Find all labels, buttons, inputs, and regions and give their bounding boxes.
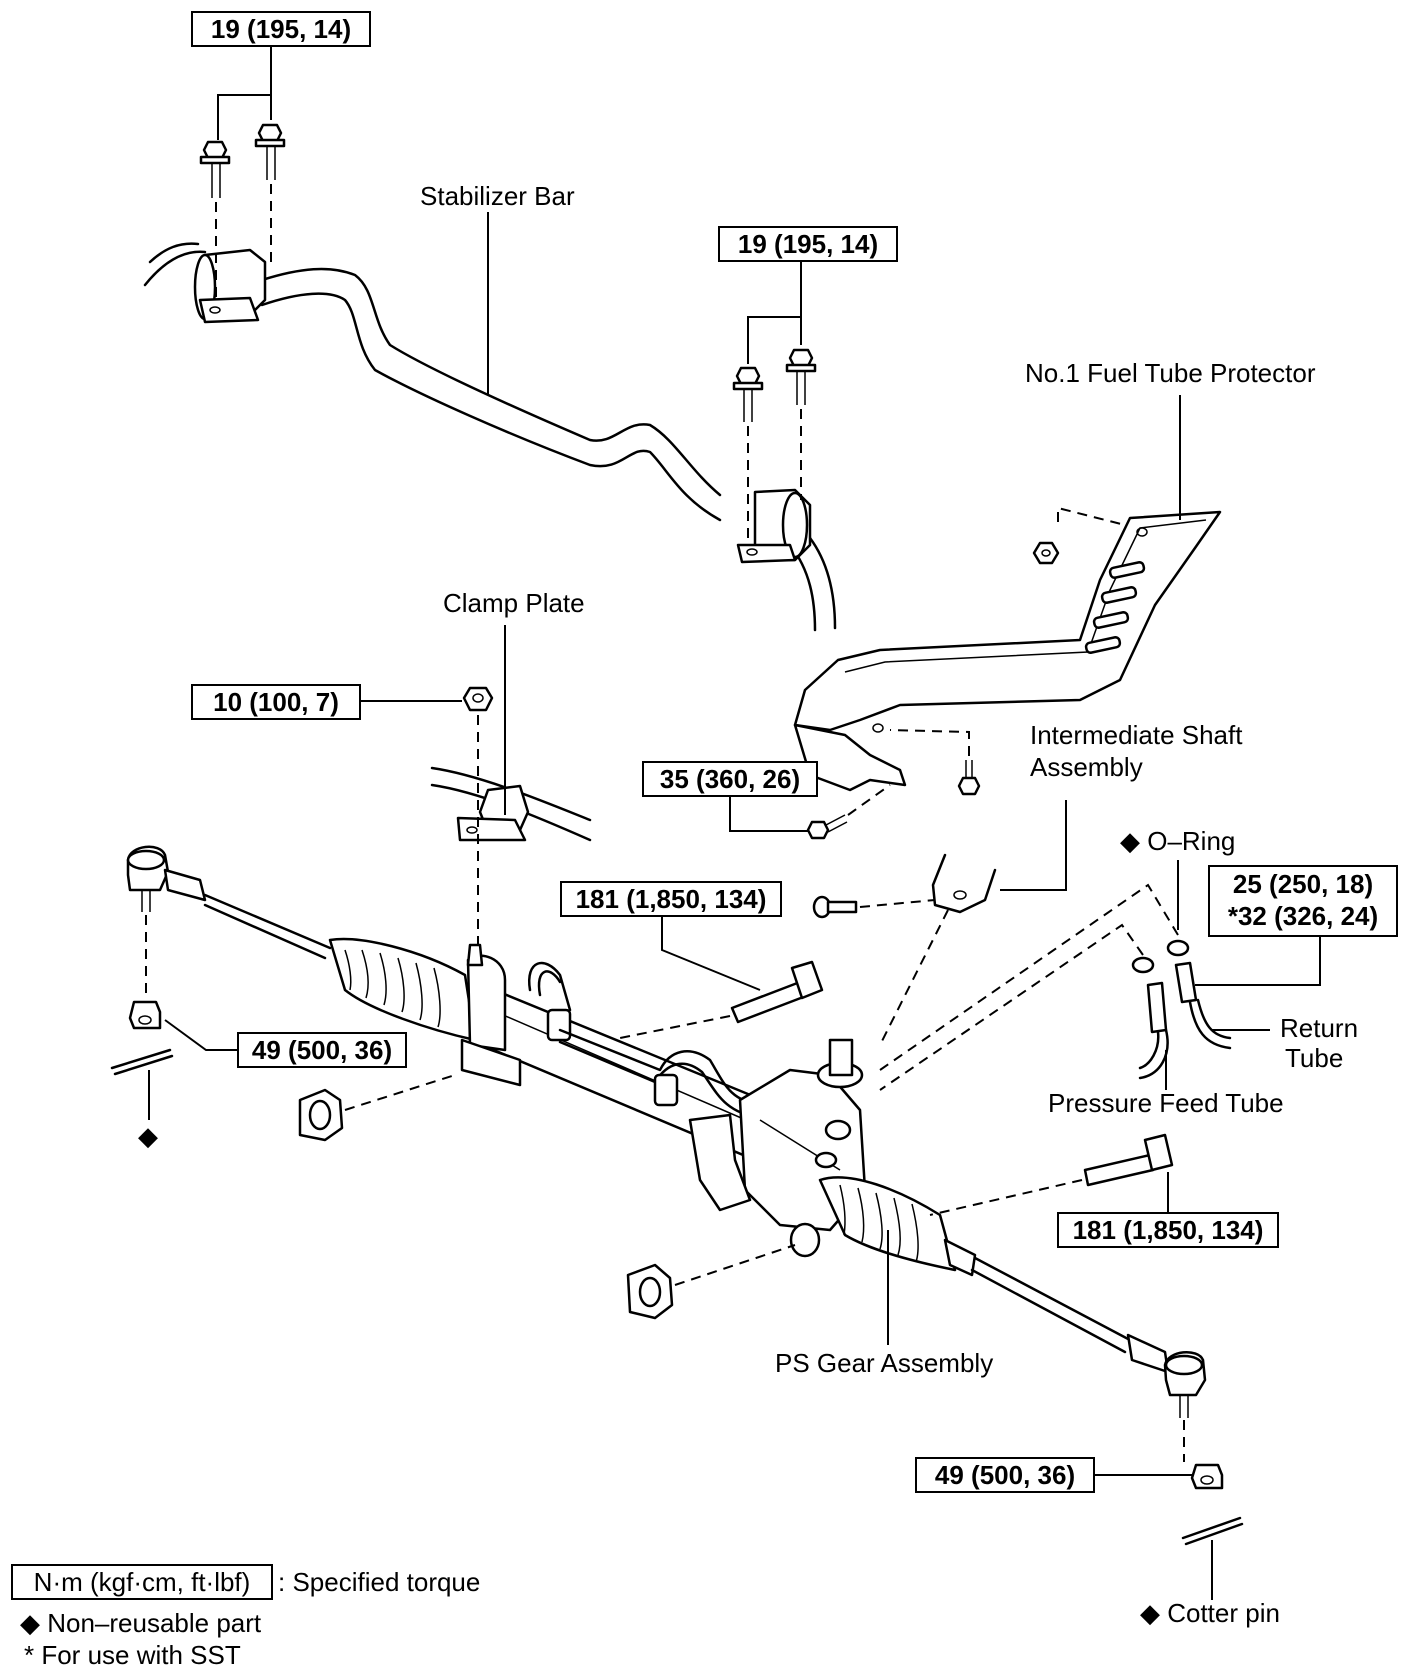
label-ps-gear-assembly: PS Gear Assembly <box>775 1348 993 1378</box>
bolt-stab-right-1 <box>732 366 764 422</box>
fuel-tube-protector <box>793 510 1222 792</box>
bolt-protector-down <box>957 760 981 796</box>
bolt-stab-left-1 <box>199 140 231 198</box>
label-return-tube-2: Tube <box>1285 1043 1343 1073</box>
pressure-feed-tube <box>1138 981 1169 1080</box>
torque-protector: 35 (360, 26) <box>642 761 818 797</box>
bushing-right <box>626 1263 674 1320</box>
cotter-pin-left-part <box>110 1048 174 1076</box>
torque-protector-text: 35 (360, 26) <box>660 764 800 794</box>
label-pressure-feed-tube: Pressure Feed Tube <box>1048 1088 1284 1118</box>
bolt-stab-left-2 <box>254 123 286 180</box>
torque-mount-right-text: 181 (1,850, 134) <box>1073 1215 1264 1245</box>
legend-torque-box: N·m (kgf·cm, ft·lbf) <box>34 1567 251 1597</box>
o-ring-1 <box>1166 939 1190 957</box>
label-cotter-pin-left: ◆ <box>138 1121 158 1151</box>
label-stabilizer-bar: Stabilizer Bar <box>420 181 575 211</box>
torque-stab-right-text: 19 (195, 14) <box>738 229 878 259</box>
bolt-stab-right-2 <box>785 348 817 405</box>
label-fuel-tube-protector: No.1 Fuel Tube Protector <box>1025 358 1316 388</box>
clamp-nut <box>462 686 494 712</box>
torque-mount-right: 181 (1,850, 134) <box>1057 1212 1279 1248</box>
intermediate-shaft <box>931 853 997 914</box>
legend-sst: * For use with SST <box>24 1640 241 1670</box>
torque-stab-left: 19 (195, 14) <box>191 11 371 47</box>
cotter-pin-right-part <box>1181 1516 1244 1546</box>
clamp-plate <box>430 766 592 842</box>
torque-stab-left-text: 19 (195, 14) <box>211 14 351 44</box>
torque-shaft-bolt: 181 (1,850, 134) <box>560 881 782 917</box>
label-cotter-pin: ◆ Cotter pin <box>1140 1598 1280 1628</box>
torque-clamp-text: 10 (100, 7) <box>213 687 339 717</box>
nut-tie-rod-left <box>128 1000 162 1030</box>
return-tube <box>1174 961 1232 1050</box>
bolt-shaft-small <box>812 895 858 919</box>
torque-stab-right: 19 (195, 14) <box>718 226 898 262</box>
torque-tie-rod-right-text: 49 (500, 36) <box>935 1460 1075 1490</box>
label-intermediate-shaft-2: Assembly <box>1030 752 1143 782</box>
nut-protector <box>1032 541 1060 565</box>
legend-torque-desc: : Specified torque <box>278 1567 480 1597</box>
torque-tube-line1: 25 (250, 18) <box>1233 869 1373 899</box>
torque-tube-line2: *32 (326, 24) <box>1228 901 1378 931</box>
bushing-left <box>298 1088 344 1142</box>
torque-tie-rod-left-text: 49 (500, 36) <box>252 1035 392 1065</box>
ps-gear-assembly <box>126 845 1207 1418</box>
torque-tie-rod-left: 49 (500, 36) <box>237 1032 407 1068</box>
label-o-ring: ◆ O–Ring <box>1120 826 1235 856</box>
stabilizer-bushing-right <box>736 488 812 564</box>
bolt-rack-mount-2 <box>1083 1133 1174 1187</box>
stabilizer-bushing-left <box>193 248 267 324</box>
label-return-tube-1: Return <box>1280 1013 1358 1043</box>
o-ring-2 <box>1131 956 1155 974</box>
legend: N·m (kgf·cm, ft·lbf) : Specified torque … <box>11 1564 480 1670</box>
torque-shaft-bolt-text: 181 (1,850, 134) <box>576 884 767 914</box>
bolt-protector-side <box>806 814 848 840</box>
label-clamp-plate: Clamp Plate <box>443 588 585 618</box>
torque-tube: 25 (250, 18) *32 (326, 24) <box>1208 865 1398 937</box>
nut-tie-rod-right <box>1190 1463 1224 1490</box>
legend-non-reusable: ◆ Non–reusable part <box>20 1608 262 1638</box>
bolt-rack-mount-1 <box>730 960 824 1024</box>
torque-tie-rod-right: 49 (500, 36) <box>915 1457 1095 1493</box>
torque-clamp: 10 (100, 7) <box>191 684 361 720</box>
label-intermediate-shaft-1: Intermediate Shaft <box>1030 720 1243 750</box>
